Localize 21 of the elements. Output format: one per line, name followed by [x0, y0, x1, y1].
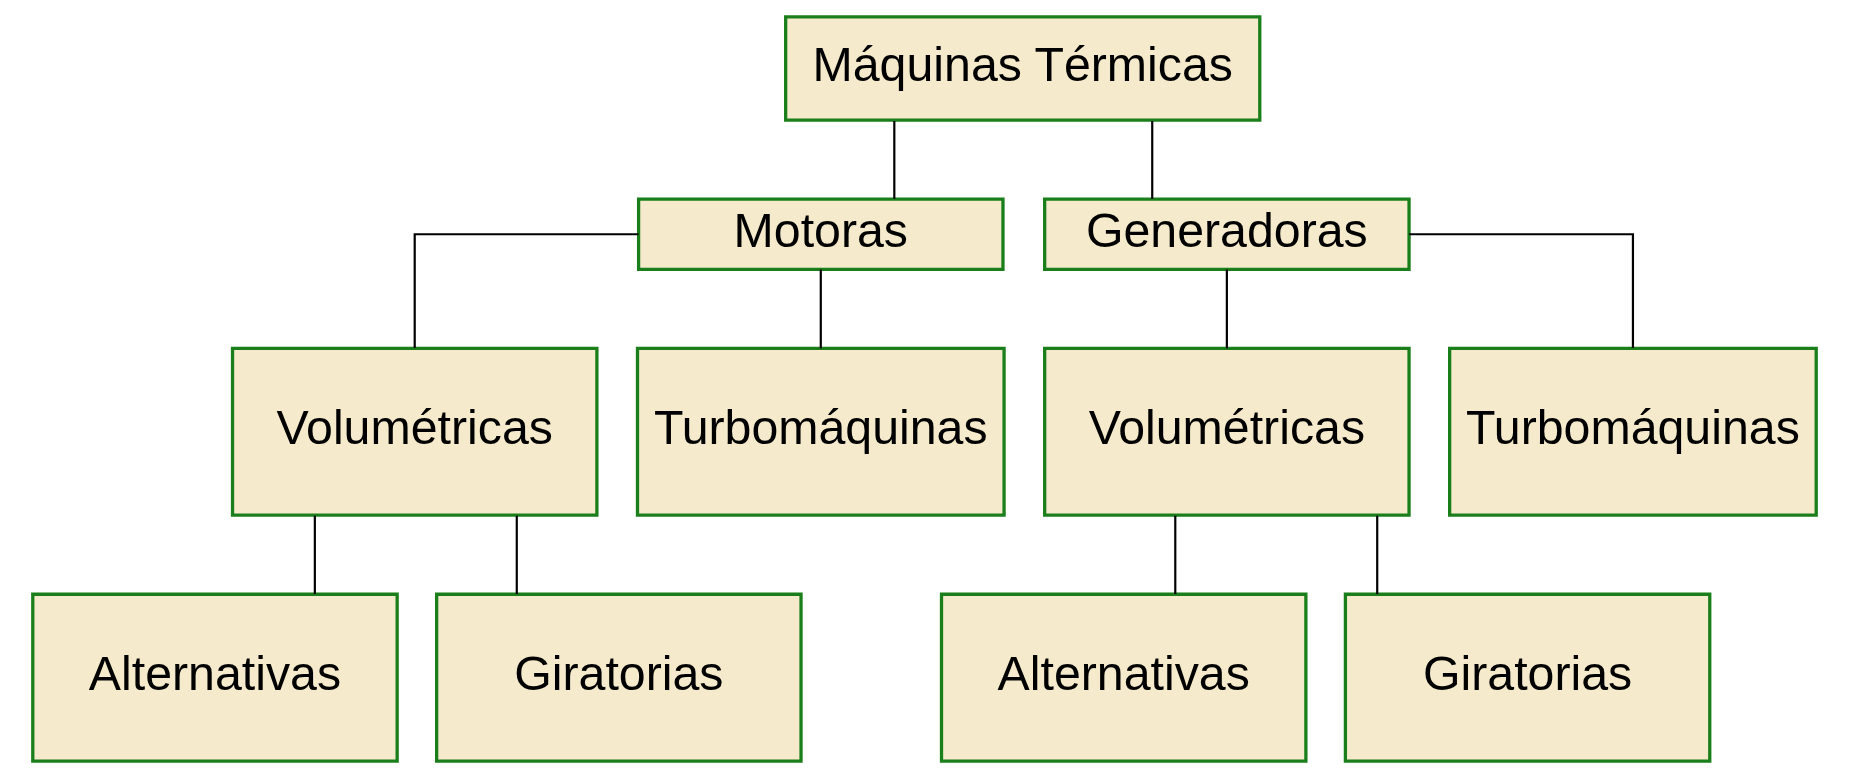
connector [413, 233, 639, 348]
node-box: Alternativas [31, 592, 399, 763]
connector [1225, 269, 1228, 349]
connector [819, 269, 822, 349]
connector [1376, 515, 1379, 595]
connector [515, 515, 518, 595]
connector [893, 120, 896, 199]
node-box: Volumétricas [230, 346, 599, 517]
node-box: Volumétricas [1043, 346, 1411, 517]
connector [1151, 120, 1154, 199]
node-box: Turbomáquinas [1448, 346, 1818, 517]
node-box: Alternativas [939, 592, 1308, 763]
node-box: Turbomáquinas [635, 346, 1006, 517]
node-box: Máquinas Térmicas [784, 15, 1262, 122]
node-box: Giratorias [1343, 592, 1712, 763]
connector [1174, 515, 1177, 595]
node-box: Giratorias [435, 592, 803, 763]
node-box: Motoras [636, 197, 1005, 271]
connector [1409, 233, 1635, 348]
node-box: Generadoras [1043, 197, 1411, 271]
connector [313, 515, 316, 595]
